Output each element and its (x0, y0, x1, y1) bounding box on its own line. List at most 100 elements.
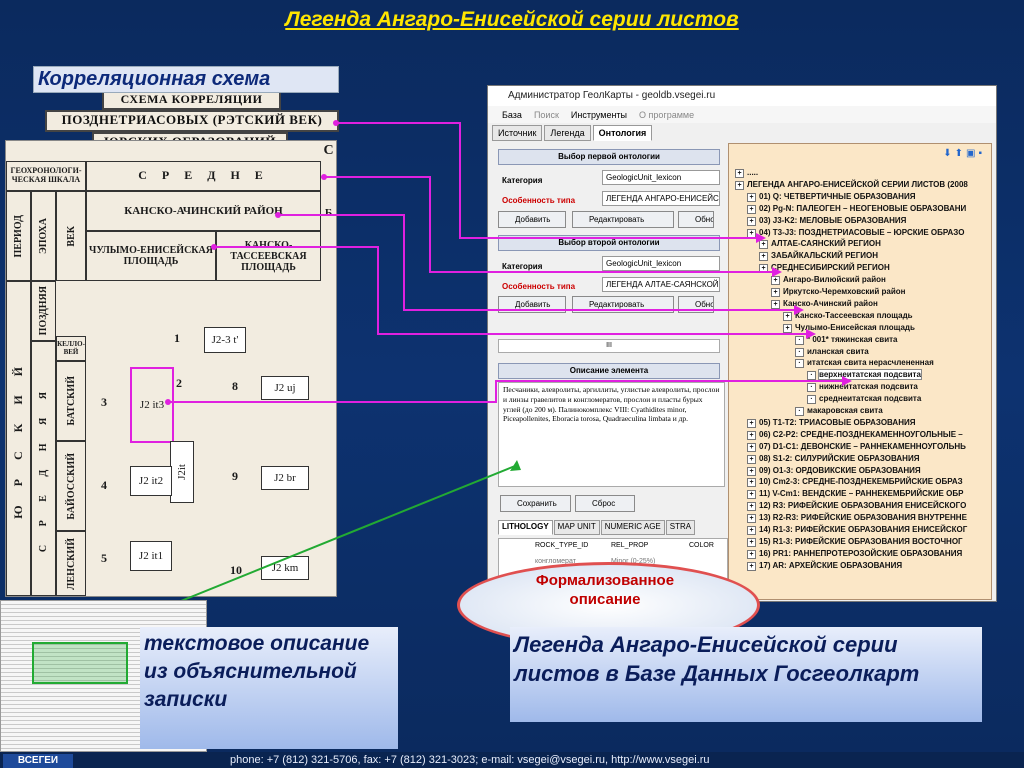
expand-toggle-icon[interactable]: · (795, 347, 804, 357)
tree-node[interactable]: +Иркутско-Черемховский район (771, 287, 905, 297)
edit-button-1[interactable]: Редактировать (572, 211, 674, 228)
expand-toggle-icon[interactable]: · (807, 395, 816, 405)
expand-toggle-icon[interactable]: + (783, 323, 792, 333)
tree-node[interactable]: ·среднеитатская подсвита (807, 394, 921, 405)
reset-button[interactable]: Сброс (575, 495, 635, 512)
tab-numeric-age[interactable]: NUMERIC AGE (600, 520, 665, 535)
tree-node[interactable]: +10) Cm2-3: СРЕДНЕ-ПОЗДНЕКЕМБРИЙСКИЕ ОБР… (747, 477, 963, 488)
menu-base[interactable]: База (502, 109, 522, 120)
menu-tools[interactable]: Инструменты (570, 109, 628, 120)
tab-ontology[interactable]: Онтология (592, 125, 653, 141)
tab-lithology[interactable]: LITHOLOGY (498, 520, 553, 535)
tree-node[interactable]: +13) R2-R3: РИФЕЙСКИЕ ОБРАЗОВАНИЯ ВНУТРЕ… (747, 513, 967, 524)
index-j2uj: J2 uj (261, 376, 309, 400)
expand-toggle-icon[interactable]: + (747, 490, 756, 500)
expand-toggle-icon[interactable]: + (747, 561, 756, 571)
expand-toggle-icon[interactable]: + (747, 478, 756, 488)
expand-toggle-icon[interactable]: + (735, 180, 744, 190)
unit-number-9: 9 (232, 469, 238, 483)
expand-toggle-icon[interactable]: + (783, 311, 792, 321)
tree-node[interactable]: +АЛТАЕ-САЯНСКИЙ РЕГИОН (759, 239, 881, 250)
tree-node[interactable]: ·итатская свита нерасчлененная (795, 358, 934, 369)
expand-toggle-icon[interactable]: + (747, 537, 756, 547)
tree-node[interactable]: +Ангаро-Вилюйский район (771, 275, 886, 286)
footer-contacts[interactable]: phone: +7 (812) 321-5706, fax: +7 (812) … (230, 754, 710, 766)
expand-toggle-icon[interactable]: + (771, 288, 780, 297)
refresh-button-2[interactable]: Обнов (678, 296, 714, 313)
tree-node[interactable]: +02) Pg-N: ПАЛЕОГЕН – НЕОГЕНОВЫЕ ОБРАЗОВ… (747, 204, 966, 214)
expand-toggle-icon[interactable]: + (747, 502, 756, 512)
tree-node[interactable]: +11) V-Cm1: ВЕНДСКИЕ – РАННЕКЕМБРИЙСКИЕ … (747, 489, 963, 500)
tab-legend[interactable]: Легенда (544, 125, 591, 141)
expand-toggle-icon[interactable]: + (747, 192, 756, 202)
expand-toggle-icon[interactable]: + (747, 430, 756, 440)
expand-toggle-icon[interactable]: · (795, 335, 804, 345)
tree-node[interactable]: +17) AR: АРХЕЙСКИЕ ОБРАЗОВАНИЯ (747, 561, 902, 571)
expand-toggle-icon[interactable]: + (759, 240, 768, 250)
tree-node[interactable]: +Чулымо-Енисейская площадь (783, 323, 915, 333)
tree-node[interactable]: +06) C2-P2: СРЕДНЕ-ПОЗДНЕКАМЕННОУГОЛЬНЫЕ… (747, 430, 963, 440)
expand-toggle-icon[interactable]: + (747, 549, 756, 559)
expand-toggle-icon[interactable]: + (771, 276, 780, 286)
save-button[interactable]: Сохранить (500, 495, 571, 512)
cell-rock-type[interactable]: конгломерат (535, 558, 576, 565)
tree-node[interactable]: +14) R1-3: РИФЕЙСКИЕ ОБРАЗОВАНИЯ ЕНИСЕЙС… (747, 525, 967, 535)
tree-node[interactable]: +..... (735, 168, 758, 178)
expand-toggle-icon[interactable]: + (747, 204, 756, 214)
expand-toggle-icon[interactable]: · (807, 383, 816, 393)
add-button-2[interactable]: Добавить (498, 296, 566, 313)
type-feature-input-1[interactable]: ЛЕГЕНДА АНГАРО-ЕНИСЕЙС (602, 191, 720, 206)
expand-toggle-icon[interactable]: + (747, 514, 756, 524)
add-button-1[interactable]: Добавить (498, 211, 566, 228)
tree-node[interactable]: +ЛЕГЕНДА АНГАРО-ЕНИСЕЙСКОЙ СЕРИИ ЛИСТОВ … (735, 180, 968, 190)
category-input-1[interactable]: GeologicUnit_lexicon (602, 170, 720, 185)
tree-node[interactable]: +01) Q: ЧЕТВЕРТИЧНЫЕ ОБРАЗОВАНИЯ (747, 192, 915, 202)
tree-node[interactable]: +08) S1-2: СИЛУРИЙСКИЕ ОБРАЗОВАНИЯ (747, 454, 919, 464)
tree-node[interactable]: +07) D1-C1: ДЕВОНСКИЕ – РАННЕКАМЕННОУГОЛ… (747, 442, 966, 452)
expand-toggle-icon[interactable]: + (747, 526, 756, 535)
expand-toggle-icon[interactable]: + (747, 466, 756, 476)
expand-toggle-icon[interactable]: + (735, 169, 744, 178)
category-input-2[interactable]: GeologicUnit_lexicon (602, 256, 720, 271)
tree-node[interactable]: +Канско-Ачинский район (771, 299, 878, 309)
expand-toggle-icon[interactable]: · (795, 407, 804, 416)
edit-button-2[interactable]: Редактировать (572, 296, 674, 313)
tree-node[interactable]: ·* 001* тяжинская свита (795, 335, 897, 345)
expand-toggle-icon[interactable]: · (795, 359, 804, 369)
expand-toggle-icon[interactable]: + (759, 252, 768, 262)
expand-toggle-icon[interactable]: + (771, 299, 780, 309)
expand-toggle-icon[interactable]: + (747, 442, 756, 452)
expand-toggle-icon[interactable]: + (747, 418, 756, 428)
tree-node[interactable]: +15) R1-3: РИФЕЙСКИЕ ОБРАЗОВАНИЯ ВОСТОЧН… (747, 537, 963, 547)
tree-node[interactable]: ·нижнеитатская подсвита (807, 382, 918, 393)
menu-search[interactable]: Поиск (533, 109, 559, 120)
tab-stra[interactable]: STRA (665, 520, 696, 535)
tree-node[interactable]: +16) PR1: РАННЕПРОТЕРОЗОЙСКИЕ ОБРАЗОВАНИ… (747, 549, 962, 559)
tree-node[interactable]: ·верхнеитатская подсвита (807, 369, 922, 381)
refresh-button-1[interactable]: Обнов (678, 211, 714, 228)
tab-map-unit[interactable]: MAP UNIT (553, 520, 600, 535)
tree-node-label: итатская свита нерасчлененная (807, 358, 934, 368)
expand-toggle-icon[interactable]: + (747, 454, 756, 464)
tree-node-label: 09) O1-3: ОРДОВИКСКИЕ ОБРАЗОВАНИЯ (759, 465, 921, 475)
menu-about[interactable]: О программе (639, 109, 695, 120)
horizontal-scrollbar[interactable]: III (498, 339, 720, 353)
cell-rel-prop[interactable]: Minor (0-25%) (611, 558, 656, 565)
tree-node[interactable]: +05) T1-T2: ТРИАСОВЫЕ ОБРАЗОВАНИЯ (747, 418, 915, 428)
expand-toggle-icon[interactable]: · (807, 371, 816, 381)
tree-node[interactable]: ·макаровская свита (795, 406, 883, 416)
expand-toggle-icon[interactable]: + (747, 216, 756, 226)
category-label-2: Категория (502, 262, 543, 271)
arrow-kansk-to-district (278, 214, 794, 311)
tree-node[interactable]: +12) R3: РИФЕЙСКИЕ ОБРАЗОВАНИЯ ЕНИСЕЙСКО… (747, 501, 966, 512)
tree-node[interactable]: +Канско-Тассеевская площадь (783, 311, 913, 321)
legend-db-bubble: Легенда Ангаро-Енисейской серии листов в… (510, 627, 982, 722)
tab-source[interactable]: Источник (492, 125, 543, 141)
tree-node[interactable]: +09) O1-3: ОРДОВИКСКИЕ ОБРАЗОВАНИЯ (747, 466, 921, 476)
description-textarea[interactable]: Песчаники, алевролиты, аргиллиты, углист… (498, 382, 725, 487)
type-feature-input-2[interactable]: ЛЕГЕНДА АЛТАЕ-САЯНСКОЙ (602, 277, 720, 292)
period-yura: Ю Р С К И Й (6, 281, 31, 596)
tree-node[interactable]: ·иланская свита (795, 347, 869, 357)
tree-node[interactable]: +ЗАБАЙКАЛЬСКИЙ РЕГИОН (759, 251, 878, 262)
tree-node[interactable]: +03) J3-K2: МЕЛОВЫЕ ОБРАЗОВАНИЯ (747, 216, 906, 226)
